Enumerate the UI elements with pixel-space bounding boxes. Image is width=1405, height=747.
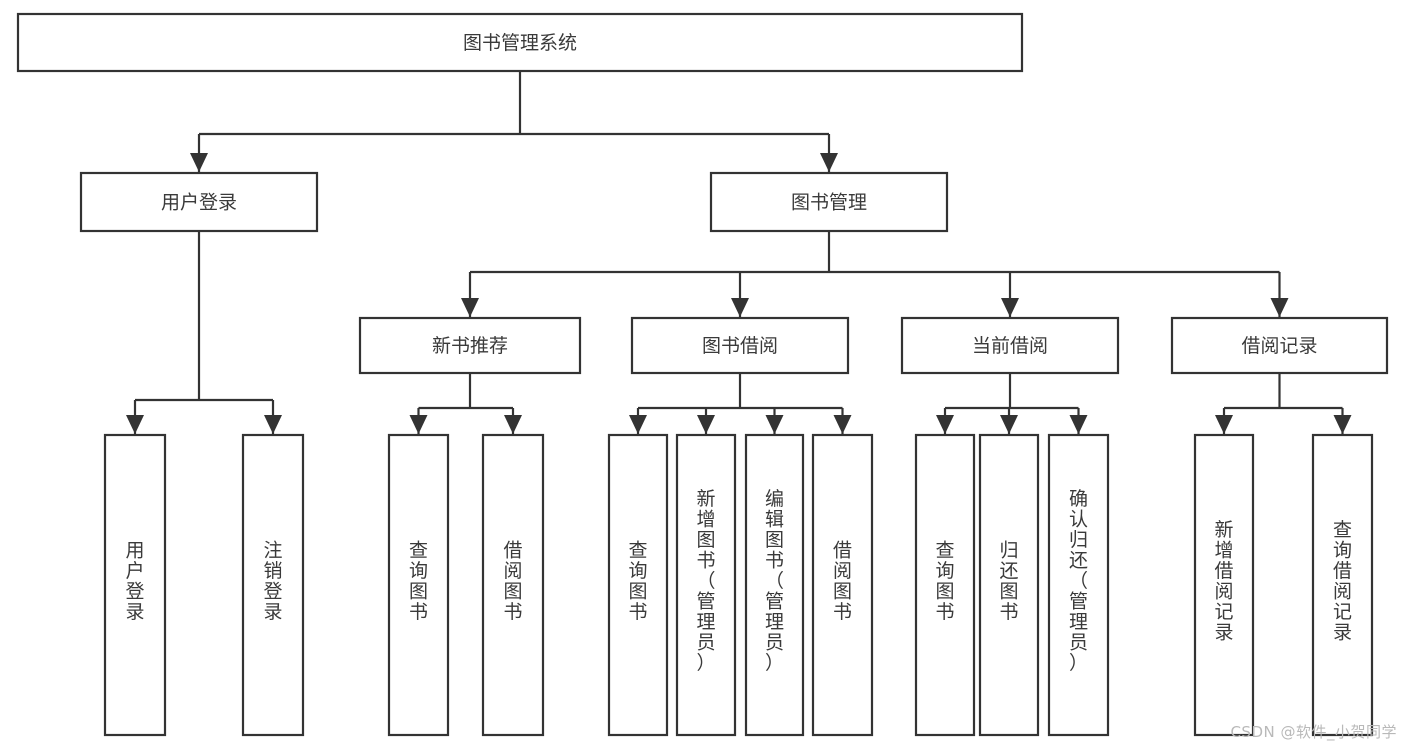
node-book-manage-rect[interactable] bbox=[709, 171, 949, 233]
node-book-manage-label: 图书管理 bbox=[791, 192, 867, 214]
node-borrow-record[interactable]: 借阅记录 bbox=[1170, 316, 1389, 375]
node-leaf-add-record[interactable]: 新增借阅记录 bbox=[1193, 433, 1255, 737]
node-current-borrow[interactable]: 当前借阅 bbox=[900, 316, 1120, 375]
arrow-head-icon bbox=[1270, 298, 1289, 317]
node-leaf-add-book[interactable]: 新增图书（管理员） bbox=[675, 433, 737, 737]
node-leaf-user-login-rect[interactable] bbox=[103, 433, 167, 737]
node-leaf-user-login-label: 用户登录 bbox=[125, 539, 144, 623]
node-leaf-confirm-return-label: 确认归还（管理员） bbox=[1069, 488, 1088, 674]
node-leaf-add-book-label: 新增图书（管理员） bbox=[696, 488, 715, 674]
arrow-head-icon bbox=[1215, 415, 1233, 434]
node-borrow-record-rect[interactable] bbox=[1170, 316, 1389, 375]
node-root[interactable]: 图书管理系统 bbox=[16, 12, 1024, 73]
connectors-layer bbox=[126, 71, 1352, 434]
arrow-head-icon bbox=[936, 415, 954, 434]
node-leaf-query-book-2-rect[interactable] bbox=[607, 433, 669, 737]
node-leaf-return-book-label: 归还图书 bbox=[999, 539, 1018, 623]
node-leaf-borrow-book-1-label: 借阅图书 bbox=[503, 539, 522, 623]
node-leaf-borrow-book-2[interactable]: 借阅图书 bbox=[811, 433, 874, 737]
arrow-head-icon bbox=[697, 415, 715, 434]
arrow-head-icon bbox=[1333, 415, 1352, 434]
node-user-login-rect[interactable] bbox=[79, 171, 319, 233]
node-leaf-query-book-1[interactable]: 查询图书 bbox=[387, 433, 450, 737]
node-leaf-borrow-book-1[interactable]: 借阅图书 bbox=[481, 433, 545, 737]
node-leaf-add-record-label: 新增借阅记录 bbox=[1214, 519, 1233, 644]
node-leaf-logout-label: 注销登录 bbox=[263, 539, 282, 623]
node-root-label: 图书管理系统 bbox=[463, 32, 577, 54]
node-leaf-return-book[interactable]: 归还图书 bbox=[978, 433, 1040, 737]
node-leaf-query-book-2-label: 查询图书 bbox=[628, 539, 647, 623]
node-book-borrow-rect[interactable] bbox=[630, 316, 850, 375]
node-new-book-recommend-label: 新书推荐 bbox=[432, 335, 508, 357]
node-new-book-recommend[interactable]: 新书推荐 bbox=[358, 316, 582, 375]
arrow-head-icon bbox=[126, 415, 144, 434]
node-borrow-record-label: 借阅记录 bbox=[1241, 335, 1317, 357]
arrow-head-icon bbox=[1001, 298, 1019, 317]
node-leaf-confirm-return[interactable]: 确认归还（管理员） bbox=[1047, 433, 1110, 737]
node-leaf-borrow-book-1-rect[interactable] bbox=[481, 433, 545, 737]
node-leaf-edit-book[interactable]: 编辑图书（管理员） bbox=[744, 433, 805, 737]
node-leaf-edit-book-label: 编辑图书（管理员） bbox=[765, 488, 784, 674]
node-leaf-return-book-rect[interactable] bbox=[978, 433, 1040, 737]
arrow-head-icon bbox=[833, 415, 852, 434]
arrow-head-icon bbox=[765, 415, 784, 434]
node-leaf-user-login[interactable]: 用户登录 bbox=[103, 433, 167, 737]
node-leaf-query-book-2[interactable]: 查询图书 bbox=[607, 433, 669, 737]
node-leaf-logout[interactable]: 注销登录 bbox=[241, 433, 305, 737]
node-leaf-borrow-book-2-label: 借阅图书 bbox=[833, 539, 852, 623]
node-user-login-label: 用户登录 bbox=[161, 192, 237, 214]
node-new-book-recommend-rect[interactable] bbox=[358, 316, 582, 375]
arrow-head-icon bbox=[1000, 415, 1018, 434]
arrow-head-icon bbox=[264, 415, 282, 434]
node-leaf-query-book-3-label: 查询图书 bbox=[935, 539, 954, 623]
arrow-head-icon bbox=[409, 415, 428, 434]
node-leaf-confirm-return-rect[interactable] bbox=[1047, 433, 1110, 737]
node-leaf-query-record[interactable]: 查询借阅记录 bbox=[1311, 433, 1374, 737]
arrow-head-icon bbox=[629, 415, 647, 434]
node-leaf-edit-book-rect[interactable] bbox=[744, 433, 805, 737]
arrow-head-icon bbox=[461, 298, 479, 317]
arrow-head-icon bbox=[820, 153, 838, 172]
arrow-head-icon bbox=[190, 153, 208, 172]
node-leaf-logout-rect[interactable] bbox=[241, 433, 305, 737]
node-leaf-add-book-rect[interactable] bbox=[675, 433, 737, 737]
node-leaf-query-book-1-rect[interactable] bbox=[387, 433, 450, 737]
node-root-rect[interactable] bbox=[16, 12, 1024, 73]
node-book-borrow[interactable]: 图书借阅 bbox=[630, 316, 850, 375]
boxes-layer: 图书管理系统用户登录图书管理新书推荐图书借阅当前借阅借阅记录用户登录注销登录查询… bbox=[16, 12, 1389, 737]
node-user-login[interactable]: 用户登录 bbox=[79, 171, 319, 233]
node-leaf-query-book-3-rect[interactable] bbox=[914, 433, 976, 737]
arrow-head-icon bbox=[1069, 415, 1088, 434]
arrow-head-icon bbox=[731, 298, 749, 317]
node-leaf-query-record-label: 查询借阅记录 bbox=[1333, 519, 1352, 644]
node-leaf-query-book-1-label: 查询图书 bbox=[409, 539, 428, 623]
node-leaf-query-book-3[interactable]: 查询图书 bbox=[914, 433, 976, 737]
node-current-borrow-label: 当前借阅 bbox=[972, 335, 1048, 357]
node-book-borrow-label: 图书借阅 bbox=[702, 335, 778, 357]
node-book-manage[interactable]: 图书管理 bbox=[709, 171, 949, 233]
node-leaf-add-record-rect[interactable] bbox=[1193, 433, 1255, 737]
node-leaf-borrow-book-2-rect[interactable] bbox=[811, 433, 874, 737]
node-leaf-query-record-rect[interactable] bbox=[1311, 433, 1374, 737]
node-current-borrow-rect[interactable] bbox=[900, 316, 1120, 375]
arrow-head-icon bbox=[504, 415, 522, 434]
